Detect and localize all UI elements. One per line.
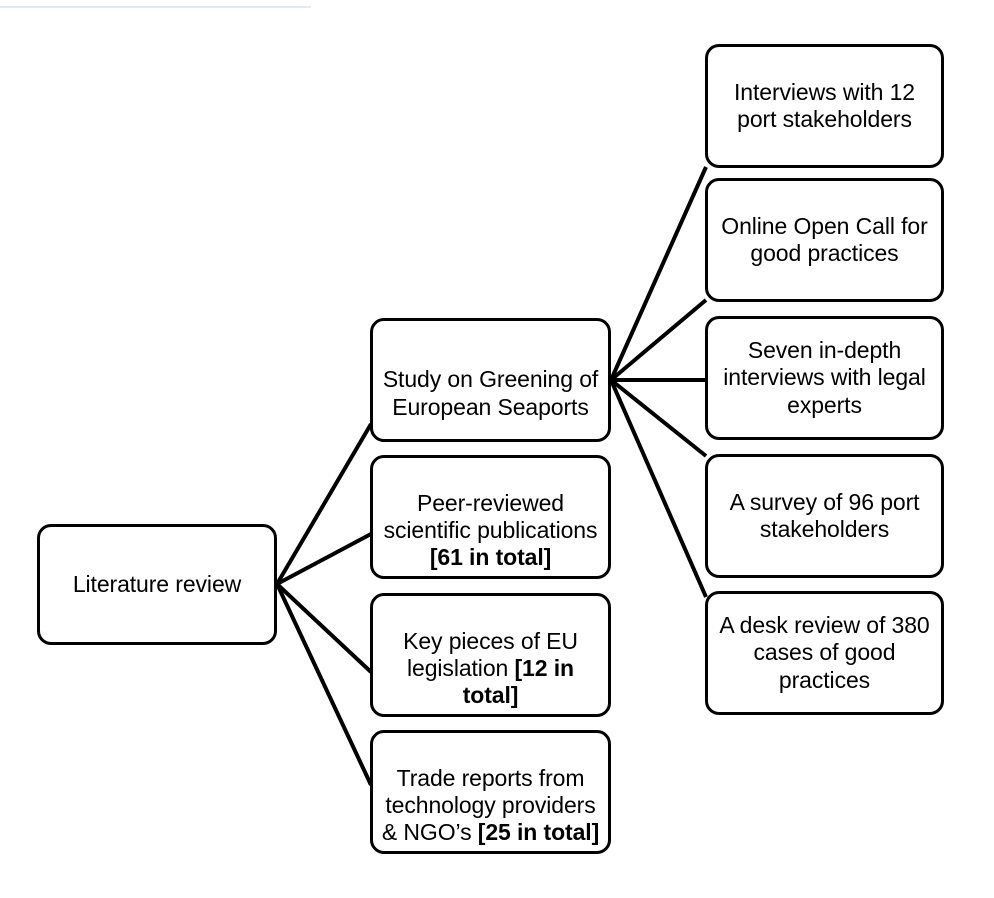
node-survey-96[interactable]: A survey of 96 port stakeholders <box>705 454 944 578</box>
node-interviews-12-label: Interviews with 12 port stakeholders <box>734 78 915 132</box>
node-peer-reviewed-text: Peer-reviewed scientific publications <box>383 489 598 543</box>
node-legal-interviews[interactable]: Seven in-depth interviews with legal exp… <box>705 316 944 440</box>
connector-study-to-survey <box>609 378 708 458</box>
node-trade-reports-label: Trade reports from technology providers … <box>381 738 600 847</box>
node-trade-reports-text: Trade reports from technology providers … <box>381 764 596 846</box>
node-eu-legislation-count: [12 in total] <box>462 655 574 709</box>
node-trade-reports[interactable]: Trade reports from technology providers … <box>370 730 611 854</box>
node-trade-reports-count: [25 in total] <box>477 819 600 846</box>
node-peer-reviewed-label: Peer-reviewed scientific publications [6… <box>381 463 600 572</box>
top-divider-rule <box>0 6 311 8</box>
node-open-call[interactable]: Online Open Call for good practices <box>705 178 944 302</box>
node-desk-review-380[interactable]: A desk review of 380 cases of good pract… <box>705 591 944 715</box>
connector-study-to-desk-review <box>609 379 708 598</box>
connector-study-to-interviews <box>609 166 708 381</box>
node-literature-review[interactable]: Literature review <box>37 524 277 645</box>
node-eu-legislation[interactable]: Key pieces of EU legislation [12 in tota… <box>370 593 611 717</box>
node-interviews-12[interactable]: Interviews with 12 port stakeholders <box>705 44 944 168</box>
node-study-greening-text: Study on Greening of European Seaports <box>382 366 599 420</box>
node-eu-legislation-text: Key pieces of EU legislation <box>403 627 578 681</box>
node-peer-reviewed-count: [61 in total] <box>429 544 552 571</box>
node-peer-reviewed[interactable]: Peer-reviewed scientific publications [6… <box>370 455 611 579</box>
node-survey-96-label: A survey of 96 port stakeholders <box>729 488 920 542</box>
node-open-call-label: Online Open Call for good practices <box>721 212 928 266</box>
node-eu-legislation-label: Key pieces of EU legislation [12 in tota… <box>381 601 600 710</box>
connector-root-to-trade-reports <box>275 583 373 786</box>
node-study-greening-label: Study on Greening of European Seaports <box>381 339 600 420</box>
node-literature-review-label: Literature review <box>72 570 242 597</box>
connector-root-to-peer-reviewed <box>276 532 372 586</box>
connector-study-to-open-call <box>609 298 708 382</box>
node-legal-interviews-label: Seven in-depth interviews with legal exp… <box>723 337 926 418</box>
node-desk-review-380-label: A desk review of 380 cases of good pract… <box>719 612 930 693</box>
node-study-greening[interactable]: Study on Greening of European Seaports <box>370 318 611 442</box>
connector-root-to-study <box>275 422 373 586</box>
connector-root-to-legislation <box>275 582 373 674</box>
